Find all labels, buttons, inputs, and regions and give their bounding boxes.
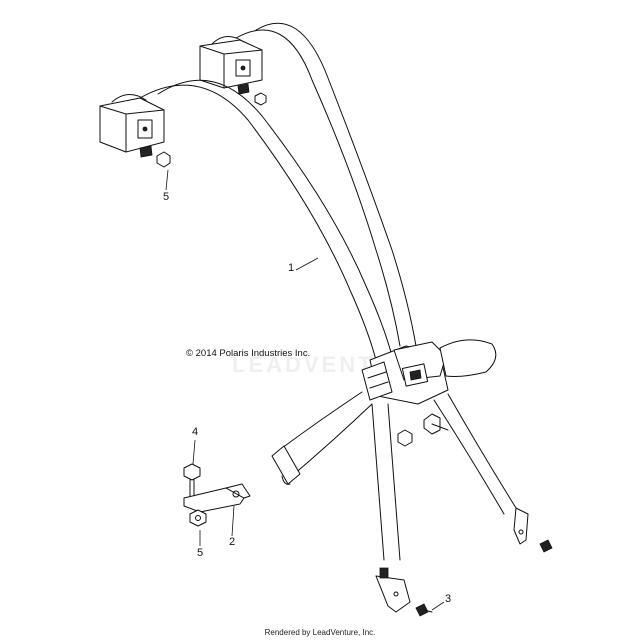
right-lap-strap [433,339,553,553]
upper-retractor-nut [254,92,267,106]
copyright-text: © 2014 Polaris Industries Inc. [186,348,311,359]
rendered-by-footer: Rendered by LeadVenture, Inc. [264,628,376,637]
left-lap-strap [271,391,373,485]
shoulder-straps [139,22,417,361]
lower-retractor [99,94,171,168]
upper-retractor [199,36,267,106]
lower-retractor-nut [156,151,171,168]
callout-2: 2 [229,536,236,548]
callout-4: 4 [192,426,199,438]
part-5-nut [189,509,207,527]
leader-lines [165,169,445,611]
part-3-bolt [415,603,433,617]
buckle-cluster [361,341,449,405]
callout-3: 3 [445,593,452,605]
part-4-bolt [183,463,201,497]
buckle-hardware [397,413,449,447]
callout-5-upper: 5 [163,191,170,203]
callout-5-lower: 5 [197,547,204,559]
callout-1: 1 [288,262,295,274]
part-2-bracket [183,483,251,513]
center-strap [371,403,411,613]
buckle-nut [397,429,413,447]
